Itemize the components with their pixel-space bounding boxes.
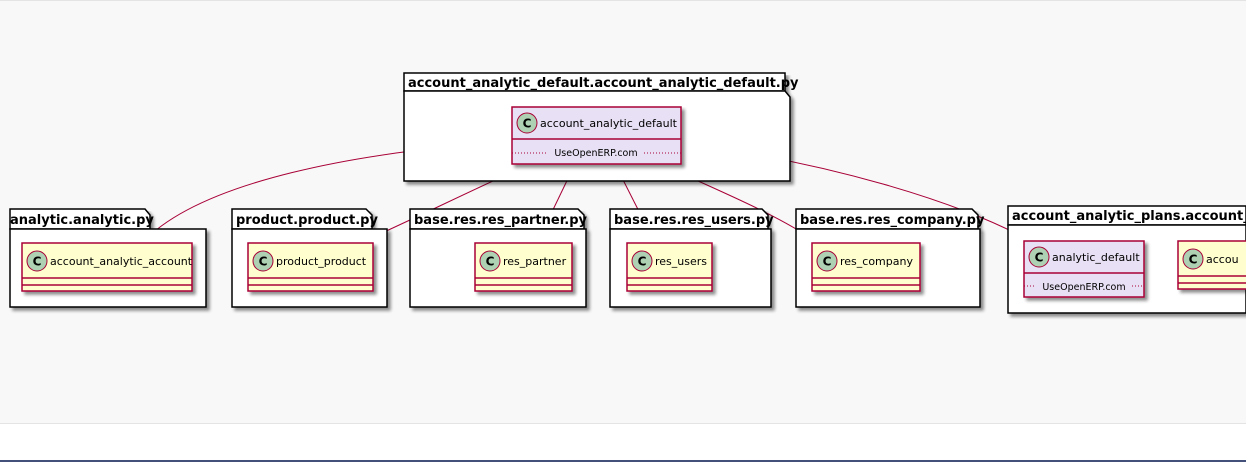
class-c-icon [26,250,48,272]
class-account-analytic-default[interactable]: C account_analytic_default UseOpenERP.co… [511,106,682,165]
class-c-icon [816,250,838,272]
class-c-letter: C [1189,253,1198,267]
class-diagram: account_analytic_default.account_analyti… [9,72,1246,314]
class-res-company[interactable]: C res_company [811,242,921,292]
class-analytic-default[interactable]: C analytic_default UseOpenERP.com [1023,240,1145,298]
package-title: base.res.res_company.py [800,213,985,228]
class-res-partner[interactable]: C res_partner [474,242,573,292]
class-res-users[interactable]: C res_users [626,242,713,292]
diagram-canvas: account_analytic_default.account_analyti… [0,0,1246,424]
package-title: account_analytic_default.account_analyti… [408,76,799,91]
class-name: accou [1206,253,1239,266]
class-c-icon [516,112,538,134]
package-title: account_analytic_plans.account_ [1012,209,1246,224]
class-name: res_users [655,255,707,268]
package-title: analytic.analytic.py [10,213,154,228]
class-name: analytic_default [1052,251,1140,264]
class-name: product_product [276,255,367,268]
class-product-product[interactable]: C product_product [247,242,374,292]
class-name: res_partner [503,255,567,268]
package-title: product.product.py [236,213,378,228]
class-c-letter: C [823,255,832,269]
class-c-letter: C [33,255,42,269]
class-c-letter: C [638,255,647,269]
class-name: account_analytic_account [50,255,193,268]
class-c-icon [631,250,653,272]
class-name: res_company [840,255,913,268]
package-title: base.res.res_partner.py [414,213,588,228]
class-c-icon [479,250,501,272]
class-account-analytic-account[interactable]: C account_analytic_account [21,242,193,292]
class-c-icon [1028,246,1050,268]
class-c-letter: C [486,255,495,269]
package-title: base.res.res_users.py [614,213,774,228]
class-stereotype: UseOpenERP.com [554,148,637,159]
class-name: account_analytic_default [540,117,678,130]
class-c-letter: C [1035,251,1044,265]
class-plans-account-partial[interactable]: C accou [1177,240,1246,290]
bottom-divider [0,460,1246,462]
class-c-letter: C [259,255,268,269]
class-stereotype: UseOpenERP.com [1042,282,1125,293]
class-c-icon [252,250,274,272]
class-c-letter: C [523,117,532,131]
class-c-icon [1182,248,1204,270]
